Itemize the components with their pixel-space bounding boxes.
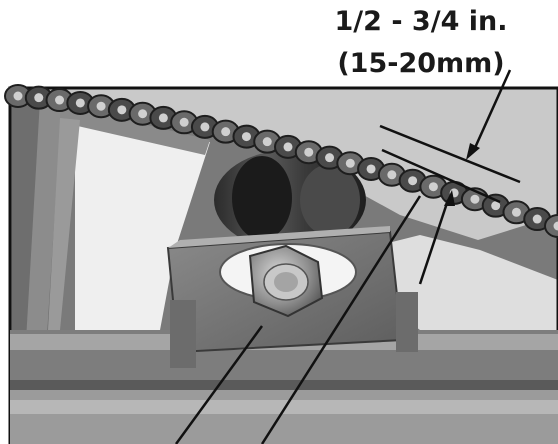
chain-pin	[470, 194, 480, 204]
chain-pin	[96, 101, 106, 111]
chain-pin	[387, 170, 397, 180]
chain-pin	[304, 147, 314, 157]
chain-pin	[532, 214, 542, 224]
adjustment-nut	[248, 244, 324, 318]
tensioner-roller	[214, 150, 366, 250]
chain-pin	[262, 137, 272, 147]
chain-link	[544, 214, 558, 238]
roller-chain	[4, 84, 558, 238]
chain-pin	[117, 105, 127, 115]
chain-pin	[75, 98, 85, 108]
chain-pin	[200, 122, 210, 132]
measurement-mm-label: (15-20mm)	[337, 48, 505, 79]
chain-pin	[428, 182, 438, 192]
chain-pin	[325, 153, 335, 163]
measurement-inches-label: 1/2 - 3/4 in.	[334, 6, 508, 37]
frame-tubes	[10, 96, 558, 444]
chain-pin	[34, 93, 44, 103]
chain-pin	[491, 201, 501, 211]
chain-pin	[158, 113, 168, 123]
chain-pin	[283, 142, 293, 152]
measurement-guides	[174, 69, 521, 444]
chain-pin	[179, 117, 189, 127]
chain-pin	[366, 164, 376, 174]
chain-pin	[138, 109, 148, 119]
chain-pin	[241, 132, 251, 142]
chain-pin	[553, 221, 558, 231]
chain-pin	[345, 158, 355, 168]
chain-pin	[511, 207, 521, 217]
chain-pin	[221, 127, 231, 137]
chain-pin	[55, 95, 65, 105]
chain-pin	[408, 176, 418, 186]
chain-pin	[13, 91, 23, 101]
